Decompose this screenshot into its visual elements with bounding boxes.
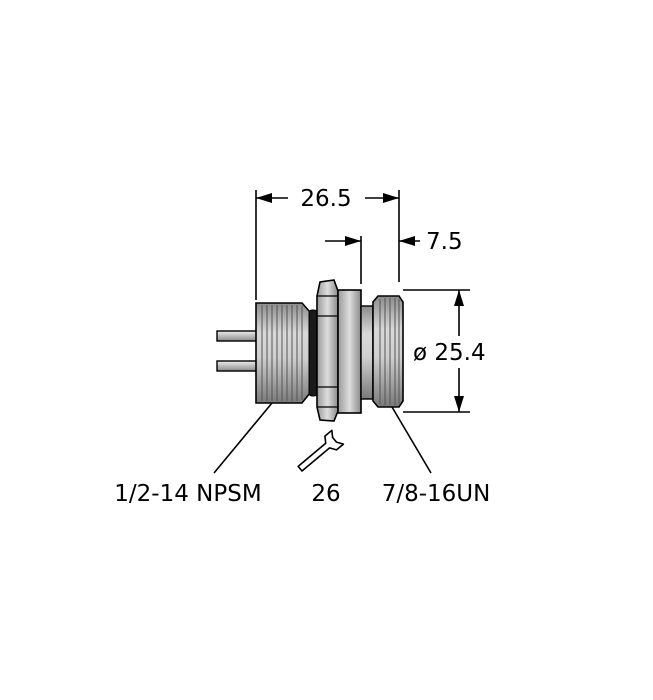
- wrench-icon: [297, 429, 345, 472]
- o-ring: [308, 309, 318, 397]
- flange: [337, 289, 362, 414]
- label-wrench-size: 26: [311, 481, 340, 507]
- dimension-overall-length: 26.5: [300, 186, 351, 212]
- neck: [360, 305, 374, 400]
- contact-pin-upper: [216, 330, 260, 342]
- callout-leaders: [213, 402, 432, 474]
- dimension-front-thread-length: 7.5: [426, 229, 463, 255]
- rear-thread-lines: [261, 305, 303, 401]
- label-front-thread: 7/8-16UN: [382, 481, 491, 507]
- connector-body: [216, 279, 404, 422]
- hex-nut: [316, 279, 339, 422]
- dimension-arrowheads: [256, 193, 464, 412]
- dimension-diameter: ø 25.4: [413, 340, 486, 366]
- contact-pin-lower: [216, 360, 260, 372]
- label-rear-thread: 1/2-14 NPSM: [114, 481, 261, 507]
- front-thread-lines: [379, 298, 400, 405]
